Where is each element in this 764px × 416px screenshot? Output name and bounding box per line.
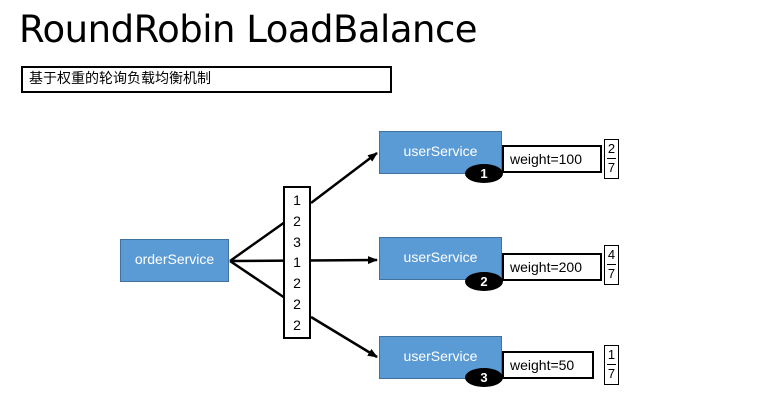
sequence-item: 2 [293,316,301,333]
provider-badge-3: 3 [465,368,503,387]
order-service-label: orderService [134,250,215,267]
fraction-bar [607,158,616,159]
page-title: RoundRobin LoadBalance [19,8,478,51]
fraction-numerator: 4 [607,247,616,262]
sequence-item: 2 [293,212,301,229]
fraction-bar [607,364,616,365]
weight-fraction-2: 4 7 [604,245,619,285]
arrow-seq-to-user1 [310,152,378,204]
arrow-order-to-seq-upper [229,220,286,263]
weight-fraction-1: 2 7 [604,139,619,179]
weight-label-3: weight=50 [502,351,594,379]
user-service-label: userService [403,347,478,364]
weight-label-1: weight=100 [502,145,602,173]
fraction-denominator: 7 [607,266,616,281]
fraction-numerator: 1 [607,347,616,362]
fraction-numerator: 2 [607,141,616,156]
provider-badge-1: 1 [465,164,503,183]
sequence-item: 1 [293,192,301,208]
sequence-item: 2 [293,275,301,292]
sequence-item: 1 [293,254,301,271]
arrow-order-to-seq-lower [229,259,286,300]
dispatch-sequence-box: 1 2 3 1 2 2 2 [283,186,311,339]
weight-label-2: weight=200 [502,253,602,281]
sequence-item: 3 [293,233,301,250]
weight-fraction-3: 1 7 [604,345,619,385]
fraction-bar [607,264,616,265]
user-service-label: userService [403,142,478,159]
fraction-denominator: 7 [607,366,616,381]
provider-badge-2: 2 [465,272,503,291]
arrow-seq-to-user3 [310,315,378,359]
subtitle-box: 基于权重的轮询负载均衡机制 [21,66,392,93]
order-service-node: orderService [120,239,229,282]
sequence-item: 2 [293,295,301,312]
fraction-denominator: 7 [607,160,616,175]
user-service-label: userService [403,248,478,265]
